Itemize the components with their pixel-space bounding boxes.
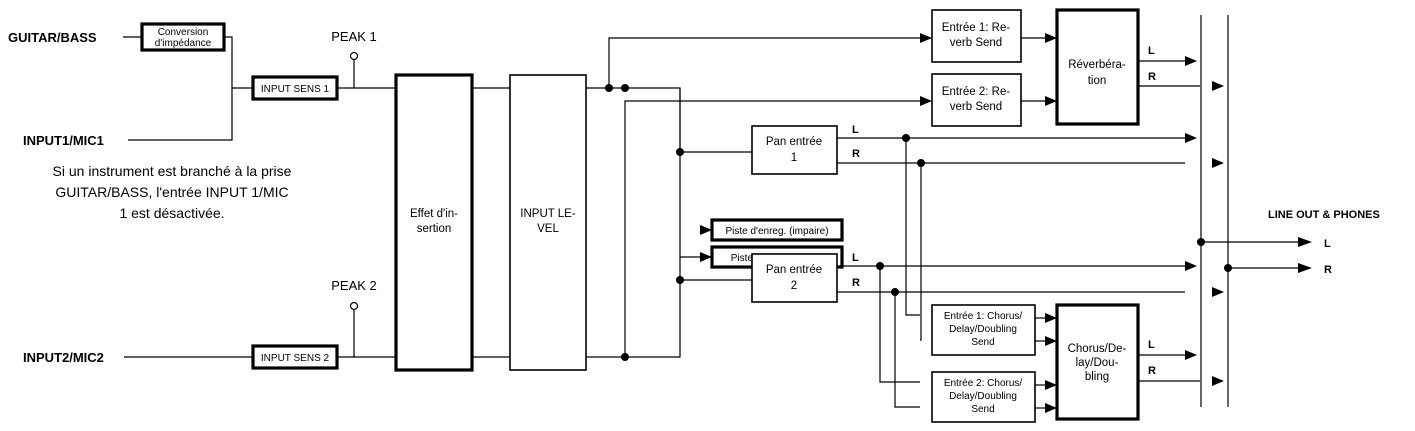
pan-2-right-label: R	[852, 277, 860, 289]
svg-text:Delay/Doubling: Delay/Doubling	[949, 324, 1017, 335]
svg-text:lay/Dou-: lay/Dou-	[1076, 357, 1119, 369]
chorus-delay-doubling-block: Chorus/De- lay/Dou- bling	[1055, 303, 1140, 421]
svg-text:Chorus/De-: Chorus/De-	[1068, 343, 1127, 355]
svg-text:Effet d'in-: Effet d'in-	[410, 208, 458, 220]
svg-text:sertion: sertion	[417, 223, 452, 235]
svg-text:Pan entrée: Pan entrée	[766, 136, 822, 148]
note-line-3: 1 est désactivée.	[119, 205, 224, 221]
pan-input-2-block: Pan entrée 2	[751, 253, 838, 303]
pan-1-left-label: L	[852, 124, 859, 136]
reverb-left-label: L	[1148, 45, 1155, 57]
pan-input-1-block: Pan entrée 1	[751, 125, 838, 175]
chorus-right-label: R	[1148, 365, 1156, 377]
svg-text:Send: Send	[971, 404, 994, 415]
svg-text:Conversion: Conversion	[158, 27, 209, 38]
peak-2-label: PEAK 2	[331, 278, 377, 293]
svg-text:INPUT SENS 2: INPUT SENS 2	[261, 353, 330, 364]
svg-text:Piste d'enreg. (impaire): Piste d'enreg. (impaire)	[725, 226, 828, 237]
junction-dots	[605, 84, 1232, 361]
reverb-right-label: R	[1148, 71, 1156, 83]
line-out-left-label: L	[1324, 238, 1331, 250]
chorus-left-label: L	[1148, 339, 1155, 351]
svg-text:tion: tion	[1088, 75, 1107, 87]
reverb-send-2-block: Entrée 2: Re- verb Send	[931, 73, 1022, 127]
svg-text:VEL: VEL	[537, 223, 559, 235]
impedance-conversion-block: Conversion d'impédance	[140, 22, 226, 52]
insert-effect-block: Effet d'in- sertion	[394, 73, 474, 372]
svg-text:d'impédance: d'impédance	[155, 38, 212, 49]
svg-text:Réverbéra-: Réverbéra-	[1068, 59, 1126, 71]
note-line-2: GUITAR/BASS, l'entrée INPUT 1/MIC	[55, 184, 288, 200]
input1-mic1-label: INPUT1/MIC1	[23, 133, 104, 148]
pan-2-left-label: L	[852, 252, 859, 264]
input-sens-1-block: INPUT SENS 1	[251, 75, 339, 101]
input2-mic2-label: INPUT2/MIC2	[23, 350, 104, 365]
peak-1-label: PEAK 1	[331, 29, 377, 44]
svg-text:INPUT SENS 1: INPUT SENS 1	[261, 84, 330, 95]
line-out-phones-label: LINE OUT & PHONES	[1268, 209, 1380, 221]
svg-text:Entrée 2: Chorus/: Entrée 2: Chorus/	[944, 378, 1023, 389]
svg-text:verb Send: verb Send	[950, 101, 1002, 113]
guitar-note: Si un instrument est branché à la prise …	[53, 163, 292, 221]
reverb-send-1-block: Entrée 1: Re- verb Send	[931, 9, 1022, 63]
svg-text:Entrée 2: Re-: Entrée 2: Re-	[942, 86, 1011, 98]
peak-2-indicator	[349, 301, 359, 311]
reverb-block: Réverbéra- tion	[1055, 8, 1140, 126]
line-out-right-label: R	[1324, 264, 1332, 276]
wires	[123, 15, 1300, 409]
input-sens-2-block: INPUT SENS 2	[251, 344, 339, 370]
chorus-send-2-block: Entrée 2: Chorus/ Delay/Doubling Send	[931, 371, 1036, 423]
svg-text:Send: Send	[971, 337, 994, 348]
svg-text:Entrée 1: Chorus/: Entrée 1: Chorus/	[944, 311, 1023, 322]
arrowheads	[700, 33, 1312, 413]
svg-text:1: 1	[791, 152, 797, 164]
svg-text:Pan entrée: Pan entrée	[766, 264, 822, 276]
peak-1-indicator	[349, 51, 359, 61]
input-level-block: INPUT LE- VEL	[509, 74, 587, 371]
svg-text:2: 2	[791, 280, 797, 292]
svg-text:bling: bling	[1085, 371, 1109, 383]
chorus-send-1-block: Entrée 1: Chorus/ Delay/Doubling Send	[931, 304, 1036, 356]
svg-text:Entrée 1: Re-: Entrée 1: Re-	[942, 22, 1011, 34]
svg-text:Delay/Doubling: Delay/Doubling	[949, 391, 1017, 402]
pan-1-right-label: R	[852, 148, 860, 160]
note-line-1: Si un instrument est branché à la prise	[53, 163, 292, 179]
svg-text:INPUT LE-: INPUT LE-	[520, 208, 576, 220]
svg-text:verb Send: verb Send	[950, 37, 1002, 49]
guitar-bass-input-label: GUITAR/BASS	[8, 30, 97, 45]
rec-track-odd-block: Piste d'enreg. (impaire)	[710, 218, 844, 242]
